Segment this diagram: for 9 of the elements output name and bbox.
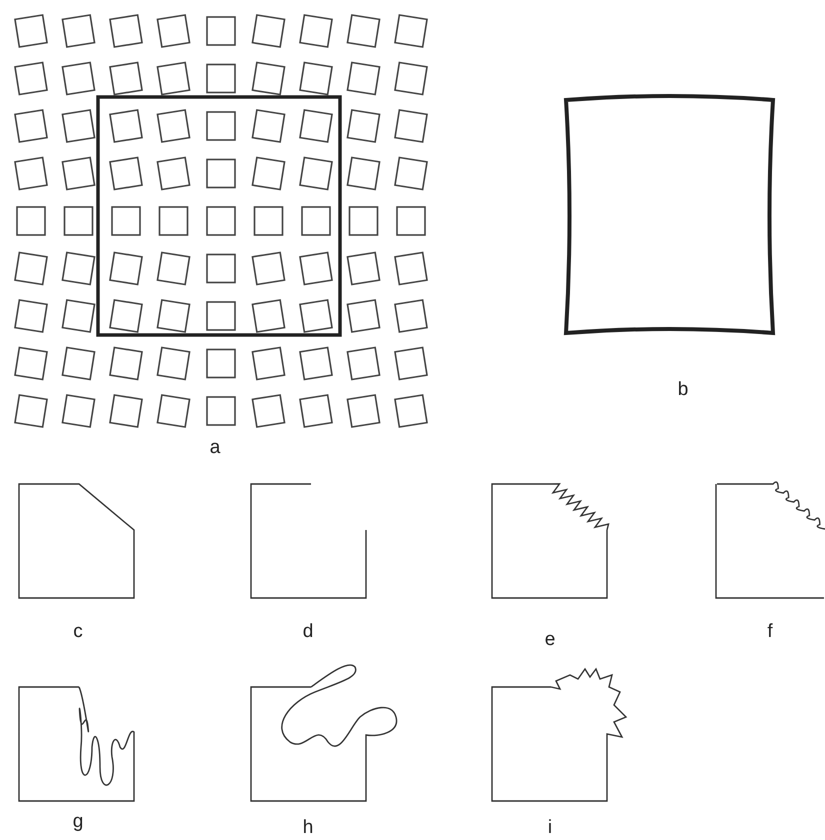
panel-label: f — [767, 622, 773, 641]
panel-label: b — [678, 380, 688, 399]
panel-label: g — [72, 812, 84, 831]
panel-label: i — [548, 818, 552, 837]
panel-label: h — [302, 818, 314, 837]
panel-label: a — [210, 438, 220, 457]
panel-label: d — [302, 622, 314, 641]
panel-label: c — [73, 622, 83, 641]
panel-label: e — [544, 630, 556, 649]
